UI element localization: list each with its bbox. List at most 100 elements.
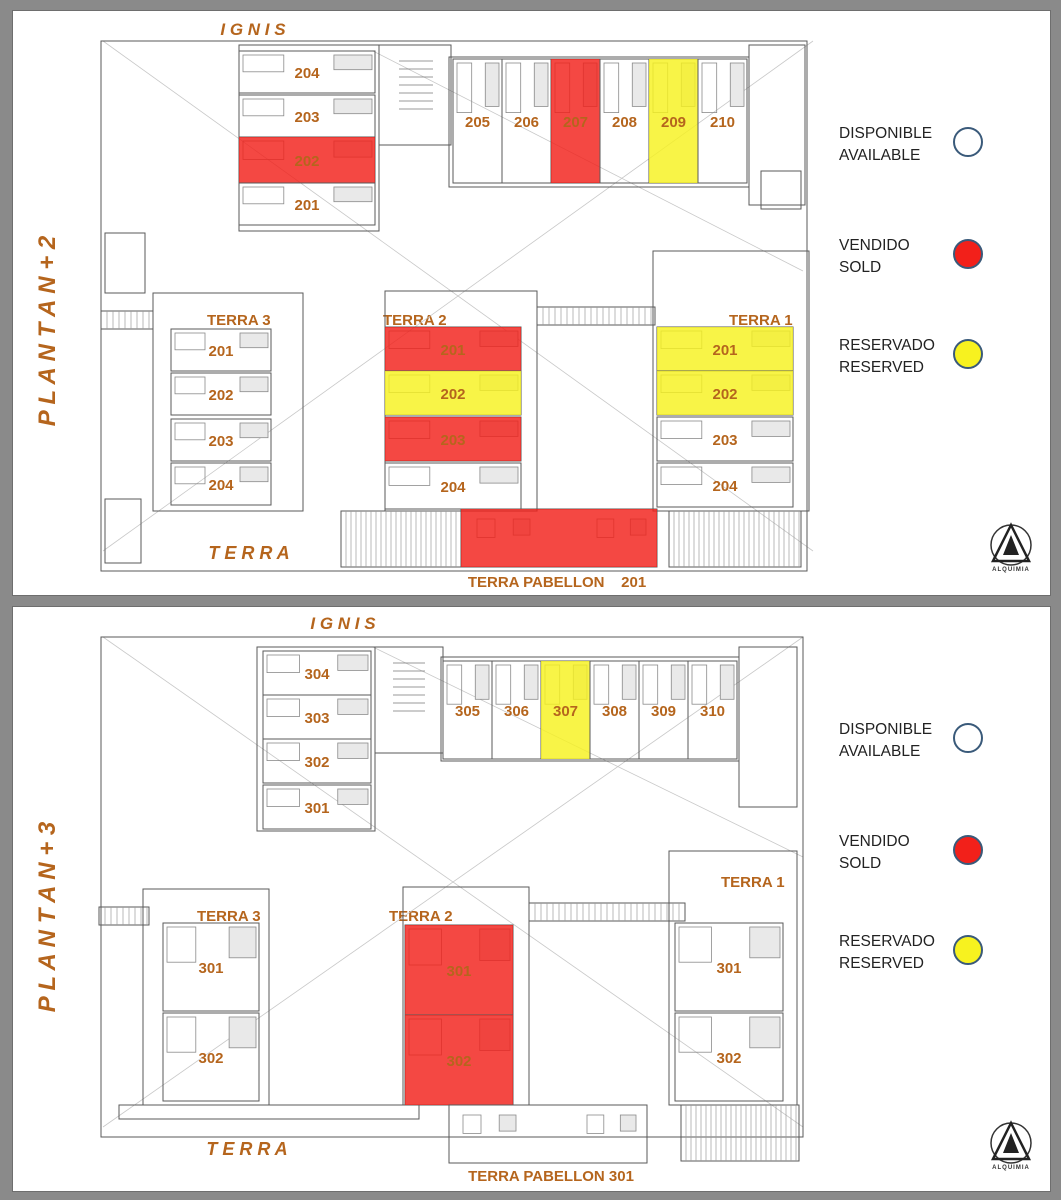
bath-outline — [621, 664, 637, 700]
bath-outline — [228, 926, 257, 959]
unit-number: 309 — [651, 703, 676, 720]
deck-hatch — [340, 510, 462, 568]
bath-outline — [333, 98, 373, 115]
unit-outline — [674, 1012, 784, 1102]
bed-outline — [660, 420, 703, 440]
logo-text: ALQUIMIA — [992, 567, 1030, 573]
bath-outline — [751, 420, 791, 437]
unit-status-fill — [541, 661, 590, 759]
site-boundary — [100, 40, 808, 572]
unit-status-fill — [657, 371, 793, 415]
unit-number: 203 — [208, 433, 233, 450]
plan-structure — [98, 636, 804, 1162]
unit-number: 301 — [198, 960, 223, 977]
floor-plan-n3: P L A N T A N + 3 I G N I S T E R R A TE… — [34, 614, 804, 1185]
available-dot-icon — [953, 127, 983, 157]
bed-outline — [242, 98, 285, 117]
unit-308: 308 — [589, 660, 640, 760]
unit-number: 307 — [553, 703, 578, 720]
unit-number: 201 — [440, 342, 465, 359]
bed-outline — [266, 654, 300, 674]
legend-label-es: RESERVADO — [839, 337, 935, 354]
unit-number: 209 — [661, 114, 686, 131]
unit-status-fill — [405, 925, 513, 1015]
unit-201: 201 — [238, 182, 376, 226]
bed-outline — [174, 376, 206, 395]
unit-202: 202 — [384, 370, 522, 416]
stair-core — [378, 44, 452, 146]
unit-outline — [170, 418, 272, 462]
equipment-box — [104, 232, 146, 294]
legend-item-reserved: RESERVADO RESERVED — [839, 335, 1039, 383]
unit-outline — [162, 922, 260, 1012]
unit-status-fill — [385, 327, 521, 371]
site-boundary — [100, 636, 804, 1138]
floor-plan-panel-n3: P L A N T A N + 3 I G N I S T E R R A TE… — [12, 606, 1051, 1192]
bath-outline — [337, 698, 369, 715]
unit-status-fill — [385, 417, 521, 461]
deck-hatch — [98, 906, 150, 926]
deck-outline — [680, 1104, 800, 1162]
unit-204: 204 — [656, 462, 794, 508]
bed-outline — [266, 698, 300, 718]
floor-plan-n2: P L A N T A N + 2 I G N I S T E R R A TE… — [34, 20, 814, 591]
bath-outline — [333, 54, 373, 71]
unit-outline — [656, 416, 794, 462]
unit-number: 201 — [712, 342, 737, 359]
bed-outline — [678, 926, 712, 963]
terra-label: T E R R A — [206, 1139, 287, 1159]
bath-outline — [533, 62, 549, 107]
unit-outline — [170, 372, 272, 416]
deck-hatch — [100, 310, 154, 330]
unit-outline — [162, 1012, 260, 1102]
wing-label-terra1: TERRA 1 — [729, 312, 793, 329]
unit-number: 301 — [716, 960, 741, 977]
available-dot-icon — [953, 723, 983, 753]
bed-outline — [174, 466, 206, 485]
alquimia-logo: ALQUIMIA — [985, 521, 1037, 581]
wing-label-terra3: TERRA 3 — [197, 908, 261, 925]
ignis-terrace — [760, 170, 802, 210]
unit-number: 308 — [602, 703, 627, 720]
unit-number: 207 — [563, 114, 588, 131]
unit-number: 203 — [440, 432, 465, 449]
legend-label-en: SOLD — [839, 259, 882, 276]
bath-outline — [619, 1114, 637, 1132]
unit-number: 203 — [294, 109, 319, 126]
alquimia-logo: ALQUIMIA — [985, 1119, 1037, 1179]
ignis-label: I G N I S — [220, 20, 286, 39]
reserved-dot-icon — [953, 339, 983, 369]
unit-status-fill — [385, 371, 521, 415]
bath-outline — [484, 62, 500, 107]
unit-204: 204 — [238, 50, 376, 94]
deck-hatch — [528, 902, 686, 922]
deck-outline — [668, 510, 802, 568]
unit-number: 303 — [304, 710, 329, 727]
unit-203: 203 — [238, 94, 376, 138]
legend-label-es: DISPONIBLE — [839, 721, 933, 738]
legend-label-en: RESERVED — [839, 359, 924, 376]
wing-label-terra1: TERRA 1 — [721, 874, 785, 891]
bath-outline — [729, 62, 745, 107]
unit-status-fill — [649, 59, 698, 183]
pavilion-301 — [448, 1104, 648, 1164]
legend-item-reserved: RESERVADO RESERVED — [839, 931, 1039, 979]
unit-number: 304 — [304, 666, 330, 683]
unit-number: 302 — [304, 754, 329, 771]
bath-outline — [474, 664, 490, 700]
unit-outline — [384, 462, 522, 510]
bed-outline — [242, 186, 285, 205]
equipment-box — [104, 498, 142, 564]
unit-number: 204 — [440, 479, 466, 496]
terra-edge-wall — [118, 1104, 420, 1120]
bath-outline — [749, 926, 781, 959]
sold-dot-icon — [953, 239, 983, 269]
bed-outline — [593, 664, 610, 705]
unit-210: 210 — [697, 58, 748, 184]
unit-302: 302 — [262, 738, 372, 784]
legend-label-en: AVAILABLE — [839, 743, 921, 760]
unit-status-fill — [551, 59, 600, 183]
wing-label-terra2: TERRA 2 — [383, 312, 447, 329]
bath-outline — [337, 742, 369, 759]
bed-outline — [174, 422, 206, 441]
